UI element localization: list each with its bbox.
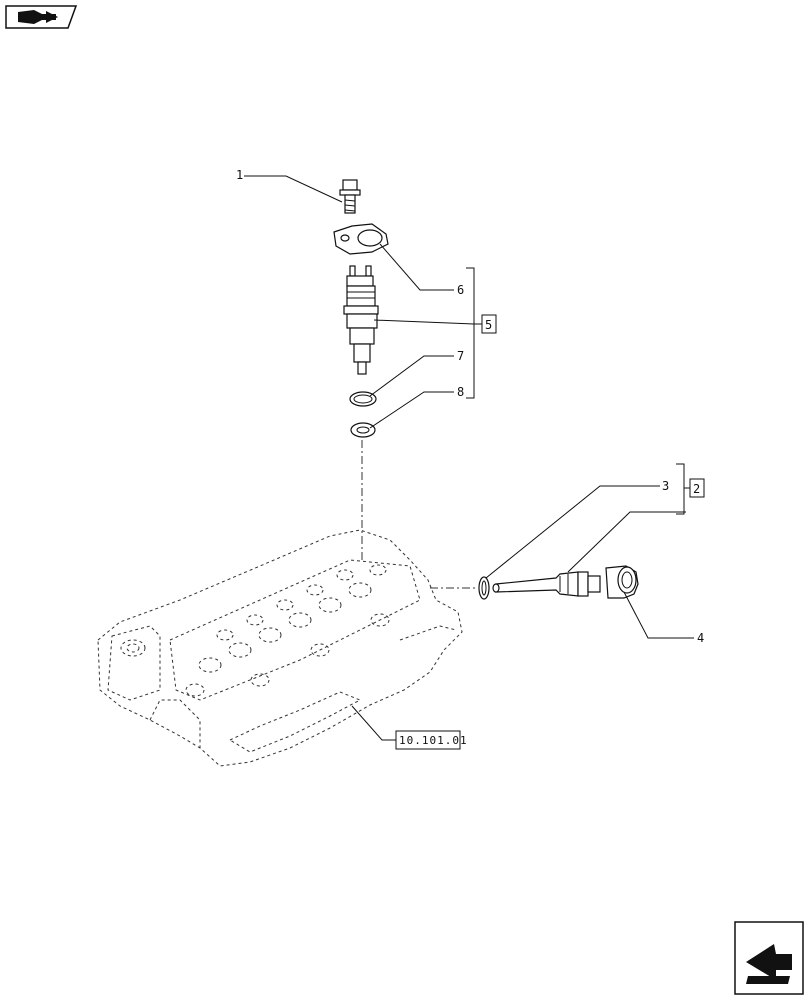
callout-8: 8 — [457, 385, 464, 399]
reference-box[interactable]: 10.101.01 — [395, 730, 468, 750]
callout-2-box[interactable]: 2 — [689, 478, 705, 498]
injector-part — [343, 265, 379, 375]
o-ring-part — [349, 391, 377, 407]
callout-5: 5 — [485, 318, 492, 332]
cylinder-head-part — [97, 529, 463, 767]
callout-1: 1 — [236, 168, 243, 182]
leader-lines — [244, 175, 694, 741]
reference-label: 10.101.01 — [399, 734, 468, 747]
pipe-o-ring-part — [478, 576, 490, 600]
screw-part — [339, 179, 361, 214]
fitting-nut-part — [605, 565, 639, 599]
book-arrow-icon[interactable] — [5, 5, 78, 29]
next-page-arrow-icon[interactable] — [734, 921, 804, 995]
pipe-connector-part — [492, 571, 601, 597]
washer-part — [350, 422, 376, 438]
callout-5-box[interactable]: 5 — [481, 314, 497, 334]
clamp-bracket-part — [333, 223, 389, 255]
callout-4: 4 — [697, 631, 704, 645]
callout-2: 2 — [693, 482, 700, 496]
callout-6: 6 — [457, 283, 464, 297]
callout-7: 7 — [457, 349, 464, 363]
callout-3: 3 — [662, 479, 669, 493]
